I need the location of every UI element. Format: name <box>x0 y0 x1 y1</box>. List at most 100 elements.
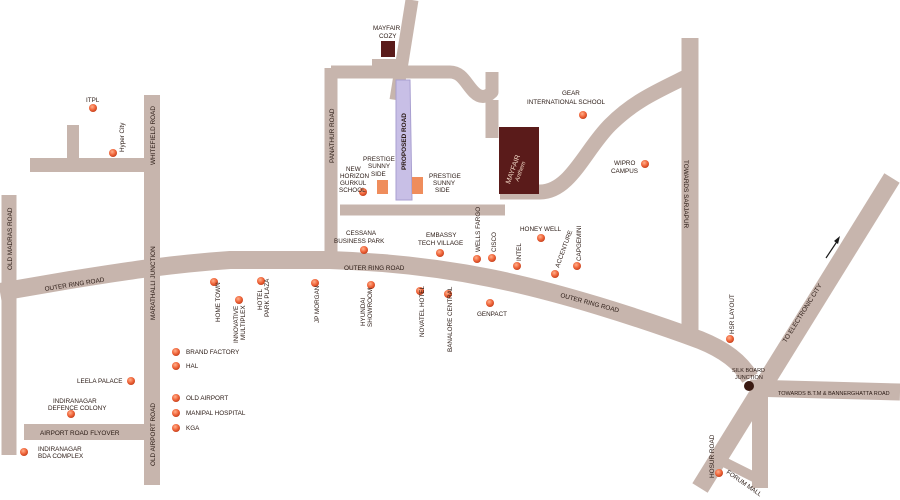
prestige-sunny-side-block-1[interactable] <box>377 180 388 194</box>
label-innovative-2: MULTIPLEX <box>240 305 247 340</box>
location-markers <box>20 104 734 477</box>
marker-cessana[interactable] <box>360 246 368 254</box>
label-indiranagar-defence-2: DEFENCE COLONY <box>48 405 107 412</box>
electronic-city-road <box>692 173 900 493</box>
outer-ring-road-label-center: OUTER RING ROAD <box>344 265 405 272</box>
north-arrow-icon <box>825 236 840 259</box>
label-honeywell: HONEY WELL <box>520 226 562 233</box>
marker-home-town[interactable] <box>210 278 218 286</box>
mayfair-cozy-block[interactable] <box>381 41 395 57</box>
proposed-road-label: PROPOSED ROAD <box>401 113 408 170</box>
marker-banalore-central[interactable] <box>444 290 452 298</box>
marker-accenture[interactable] <box>551 270 559 278</box>
label-prestige2-2: SUNNY <box>433 180 456 187</box>
label-brand-factory: BRAND FACTORY <box>186 349 240 356</box>
marker-innovative[interactable] <box>235 296 243 304</box>
label-new-horizon-1: NEW <box>346 166 361 173</box>
silk-board-label-1: SILK BOARD <box>732 368 765 374</box>
towards-sarjapur-label: TOWARDS SARJAPUR <box>682 160 689 229</box>
label-prestige2-3: SIDE <box>435 187 450 194</box>
label-new-horizon-2: HORIZON <box>340 173 369 180</box>
old-airport-road-label: OLD AIRPORT ROAD <box>150 403 157 466</box>
label-indiranagar-defence-1: INDIRANAGAR <box>53 398 97 405</box>
marker-capgemini[interactable] <box>573 262 581 270</box>
marker-wells-fargo[interactable] <box>473 255 481 263</box>
marker-wipro[interactable] <box>641 160 649 168</box>
label-banalore-central: BANALORE CENTRAL <box>447 286 454 352</box>
label-gear-2: INTERNATIONAL SCHOOL <box>527 99 606 106</box>
marker-hal[interactable] <box>172 362 180 370</box>
label-manipal: MANIPAL HOSPITAL <box>186 410 246 417</box>
label-embassy-1: EMBASSY <box>426 232 457 239</box>
label-prestige1-1: PRESTIGE <box>363 156 395 163</box>
marker-hyper-city[interactable] <box>109 149 117 157</box>
label-hal: HAL <box>186 363 199 370</box>
forum-road <box>717 455 763 485</box>
label-mayfair-cozy-1: MAYFAIR <box>373 25 401 32</box>
label-new-horizon-4: SCHOOL <box>339 187 366 194</box>
label-hyundai-1: HYUNDAI <box>360 297 367 326</box>
marker-manipal[interactable] <box>172 409 180 417</box>
label-park-plaza-2: PARK PLAZA <box>264 278 271 317</box>
marker-itpl[interactable] <box>89 104 97 112</box>
label-hyper-city: Hyper City <box>119 122 126 152</box>
mayfair-anthem-block[interactable] <box>499 127 539 194</box>
label-prestige1-3: SIDE <box>371 171 386 178</box>
marker-hyundai[interactable] <box>367 281 375 289</box>
label-prestige1-2: SUNNY <box>368 163 391 170</box>
panathur-road-label: PANATHUR ROAD <box>329 108 336 163</box>
marker-honeywell[interactable] <box>537 234 545 242</box>
label-old-airport: OLD AIRPORT <box>186 395 228 402</box>
whitefield-road-label: WHITEFIELD ROAD <box>150 106 157 165</box>
label-wipro-2: CAMPUS <box>611 168 638 175</box>
proposed-road <box>395 79 413 201</box>
marker-forum[interactable] <box>715 469 723 477</box>
airport-road-flyover-label: AIRPORT ROAD FLYOVER <box>40 430 120 437</box>
label-prestige2-1: PRESTIGE <box>429 173 461 180</box>
marker-hotel-park-plaza[interactable] <box>257 277 265 285</box>
marker-indiranagar-bda[interactable] <box>20 448 28 456</box>
label-cessana-1: CESSANA <box>346 230 377 237</box>
marker-gear-school[interactable] <box>579 111 587 119</box>
label-home-town: HOME TOWN <box>215 282 222 322</box>
marker-jp-morgan[interactable] <box>311 279 319 287</box>
marker-old-airport[interactable] <box>172 394 180 402</box>
btm-road-label: TOWARDS B.T.M & BANNERGHATTA ROAD <box>778 391 890 397</box>
label-capgemini: CAPGEMINI <box>576 225 583 261</box>
marker-kga[interactable] <box>172 424 180 432</box>
label-park-plaza-1: HOTEL <box>257 289 264 310</box>
marker-indiranagar-defence[interactable] <box>67 410 75 418</box>
label-itpl: ITPL <box>86 97 100 104</box>
label-leela: LEELA PALACE <box>77 378 122 385</box>
marker-genpact[interactable] <box>486 299 494 307</box>
silk-board-junction-dot <box>744 381 754 391</box>
label-gear-1: GEAR <box>562 90 580 97</box>
label-intel: INTEL <box>516 243 523 261</box>
marker-intel[interactable] <box>513 262 521 270</box>
marker-new-horizon[interactable] <box>359 188 367 196</box>
prestige-sunny-side-block-2[interactable] <box>412 177 423 194</box>
marker-cisco[interactable] <box>488 254 496 262</box>
marker-brand-factory[interactable] <box>172 348 180 356</box>
label-kga: KGA <box>186 425 200 432</box>
old-madras-road-label: OLD MADRAS ROAD <box>7 207 14 270</box>
label-innovative-1: INNOVATIVE <box>233 306 240 343</box>
label-novatel: NOVATEL HOTEL <box>419 286 426 337</box>
label-indiranagar-bda-1: INDIRANAGAR <box>38 446 82 453</box>
gear-curve-road <box>500 68 694 200</box>
marker-leela[interactable] <box>127 377 135 385</box>
label-accenture: ACCENTURE <box>554 229 574 268</box>
outer-ring-road <box>0 251 758 384</box>
place-labels: ITPL Hyper City MAYFAIR COZY GEAR INTERN… <box>38 25 763 499</box>
label-cisco: CISCO <box>491 232 498 252</box>
label-cessana-2: BUSINESS PARK <box>334 238 385 245</box>
label-mayfair-cozy-2: COZY <box>379 33 397 40</box>
label-hyundai-2: SHOWROOM <box>367 288 374 327</box>
marker-embassy[interactable] <box>436 249 444 257</box>
marathalli-junction-label: MARATHALLI JUNCTION <box>150 246 157 320</box>
marker-hsr[interactable] <box>726 335 734 343</box>
panathur-top <box>331 65 499 103</box>
marker-novatel[interactable] <box>416 287 424 295</box>
